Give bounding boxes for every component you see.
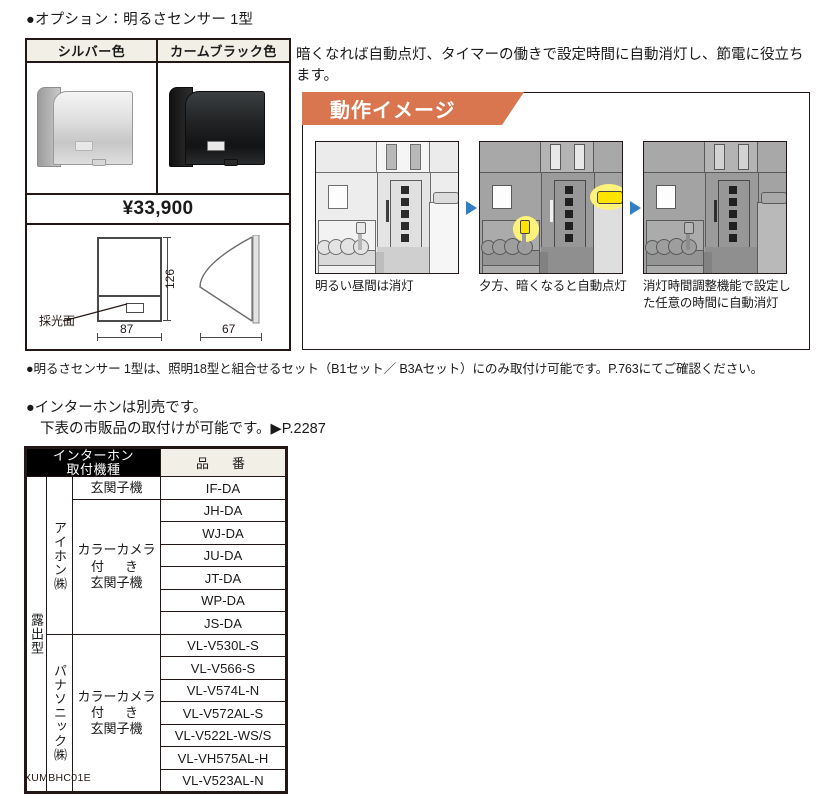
operation-banner: 動作イメージ <box>302 92 524 125</box>
arrow-right-icon-1 <box>466 201 477 215</box>
part-number-cell: VL-V572AL-S <box>160 701 287 725</box>
operation-step-2: 夕方、暗くなると自動点灯 <box>479 141 629 295</box>
table-row: WP-DA <box>27 588 287 613</box>
dimension-width: 87 <box>120 322 134 336</box>
part-number-cell: JS-DA <box>160 611 287 635</box>
table-row: パナソニック㈱ カラーカメラ 付 き 玄関子機 VL-V530L-S <box>27 633 287 793</box>
leader-line <box>63 303 128 322</box>
dimension-depth: 67 <box>222 322 236 336</box>
table-row: VL-V566-S <box>27 656 287 680</box>
intercom-compat-table: インターホン 取付機種 品 番 露出型 アイホン㈱ 玄関子機 IF-DA カラー… <box>24 446 288 795</box>
operation-step-3-caption: 消灯時間調整機能で設定した任意の時間に自動消灯 <box>643 279 791 310</box>
mount-type-label: 露出型 <box>26 476 47 793</box>
operation-step-1-art <box>315 141 459 274</box>
table-row: JT-DA <box>27 566 287 590</box>
color-header-calm-black: カームブラック色 <box>158 40 289 61</box>
kind-line: 付 き <box>91 558 143 574</box>
option-price: ¥33,900 <box>27 195 289 225</box>
description-text: 暗くなれば自動点灯、タイマーの働きで設定時間に自動消灯し、節電に役立ちます。 <box>296 47 804 85</box>
table-row: VL-VH575AL-H <box>27 746 287 770</box>
operation-step-2-caption: 夕方、暗くなると自動点灯 <box>479 279 627 293</box>
part-number-cell: VL-V523AL-N <box>160 768 287 793</box>
intercom-header-left-line2: 取付機種 <box>66 461 121 477</box>
dimension-front-label: 採光面 <box>39 314 76 328</box>
operation-banner-label: 動作イメージ <box>330 100 456 122</box>
lens-window <box>126 303 144 313</box>
part-number-cell: VL-V574L-N <box>160 678 287 703</box>
table-row: WJ-DA <box>27 521 287 545</box>
part-number-cell: JU-DA <box>160 543 287 568</box>
table-row: カラーカメラ 付 き 玄関子機 JH-DA <box>27 498 287 635</box>
table-row: VL-V523AL-N <box>27 768 287 793</box>
maker-label-aiphone: アイホン㈱ <box>46 476 73 635</box>
part-number-cell: VL-V522L-WS/S <box>160 723 287 748</box>
kind-line: 玄関子機 <box>90 479 143 495</box>
table-row: VL-V574L-N <box>27 678 287 703</box>
part-number-cell: VL-V530L-S <box>160 633 287 658</box>
intercom-heading-line2: 下表の市販品の取付けが可能です。▶P.2287 <box>40 420 326 437</box>
operation-image-box: 動作イメージ <box>302 92 810 350</box>
intercom-header-left-line1: インターホン <box>53 448 135 463</box>
kind-line: カラーカメラ <box>77 542 156 558</box>
color-photo-row <box>27 63 289 195</box>
part-number-cell: JT-DA <box>160 566 287 590</box>
kind-line: 玄関子機 <box>90 721 143 737</box>
intercom-heading: ●インターホンは別売です。 下表の市販品の取付けが可能です。▶P.2287 <box>26 398 326 439</box>
part-number-cell: WP-DA <box>160 588 287 613</box>
intercom-table-header-row: インターホン 取付機種 品 番 <box>25 447 287 478</box>
table-row: JU-DA <box>27 543 287 568</box>
color-table-header-row: シルバー色 カームブラック色 <box>27 40 289 63</box>
part-number-cell: IF-DA <box>160 476 287 500</box>
intercom-header-left: インターホン 取付機種 <box>25 447 162 478</box>
kind-line: 玄関子機 <box>90 574 143 590</box>
part-number-cell: VL-VH575AL-H <box>160 746 287 770</box>
intercom-heading-line1: ●インターホンは別売です。 <box>26 400 208 416</box>
kind-label-aiphone-1: 玄関子機 <box>71 476 162 500</box>
kind-label-aiphone-2: カラーカメラ 付 き 玄関子機 <box>71 498 162 635</box>
part-number-cell: JH-DA <box>160 498 287 523</box>
sensor-note: ●明るさセンサー 1型は、照明18型と組合せるセット（B1セット／ B3Aセット… <box>26 362 764 376</box>
dimension-height: 126 <box>163 268 177 289</box>
operation-step-1-caption: 明るい昼間は消灯 <box>315 279 414 293</box>
side-profile <box>199 235 260 324</box>
sensor-photo-silver <box>27 63 158 193</box>
kind-line: カラーカメラ <box>77 688 156 704</box>
table-row: VL-V572AL-S <box>27 701 287 725</box>
option-title: ●オプション：明るさセンサー 1型 <box>26 12 254 28</box>
dimension-drawing: 採光面 87 126 67 <box>27 225 289 352</box>
operation-step-3: 消灯時間調整機能で設定した任意の時間に自動消灯 <box>643 141 793 311</box>
kind-label-panasonic-1: カラーカメラ 付 き 玄関子機 <box>71 633 162 793</box>
color-header-silver: シルバー色 <box>27 40 158 61</box>
sensor-photo-calm-black <box>158 63 289 193</box>
table-row: 露出型 アイホン㈱ 玄関子機 IF-DA <box>26 476 287 793</box>
table-row: VL-V522L-WS/S <box>27 723 287 748</box>
maker-label-panasonic: パナソニック㈱ <box>46 633 73 793</box>
arrow-right-icon-2 <box>630 201 641 215</box>
kind-line: 付 き <box>91 704 143 720</box>
part-number-cell: WJ-DA <box>160 521 287 545</box>
table-row: JS-DA <box>27 611 287 635</box>
part-number-cell: VL-V566-S <box>160 656 287 680</box>
intercom-header-part-number: 品 番 <box>160 447 287 478</box>
operation-step-1: 明るい昼間は消灯 <box>315 141 465 295</box>
operation-step-2-art <box>479 141 623 274</box>
footer-document-code: XUMBHC01E <box>24 772 91 784</box>
operation-step-3-art <box>643 141 787 274</box>
color-price-table: シルバー色 カームブラック色 ¥33,900 <box>25 38 291 351</box>
